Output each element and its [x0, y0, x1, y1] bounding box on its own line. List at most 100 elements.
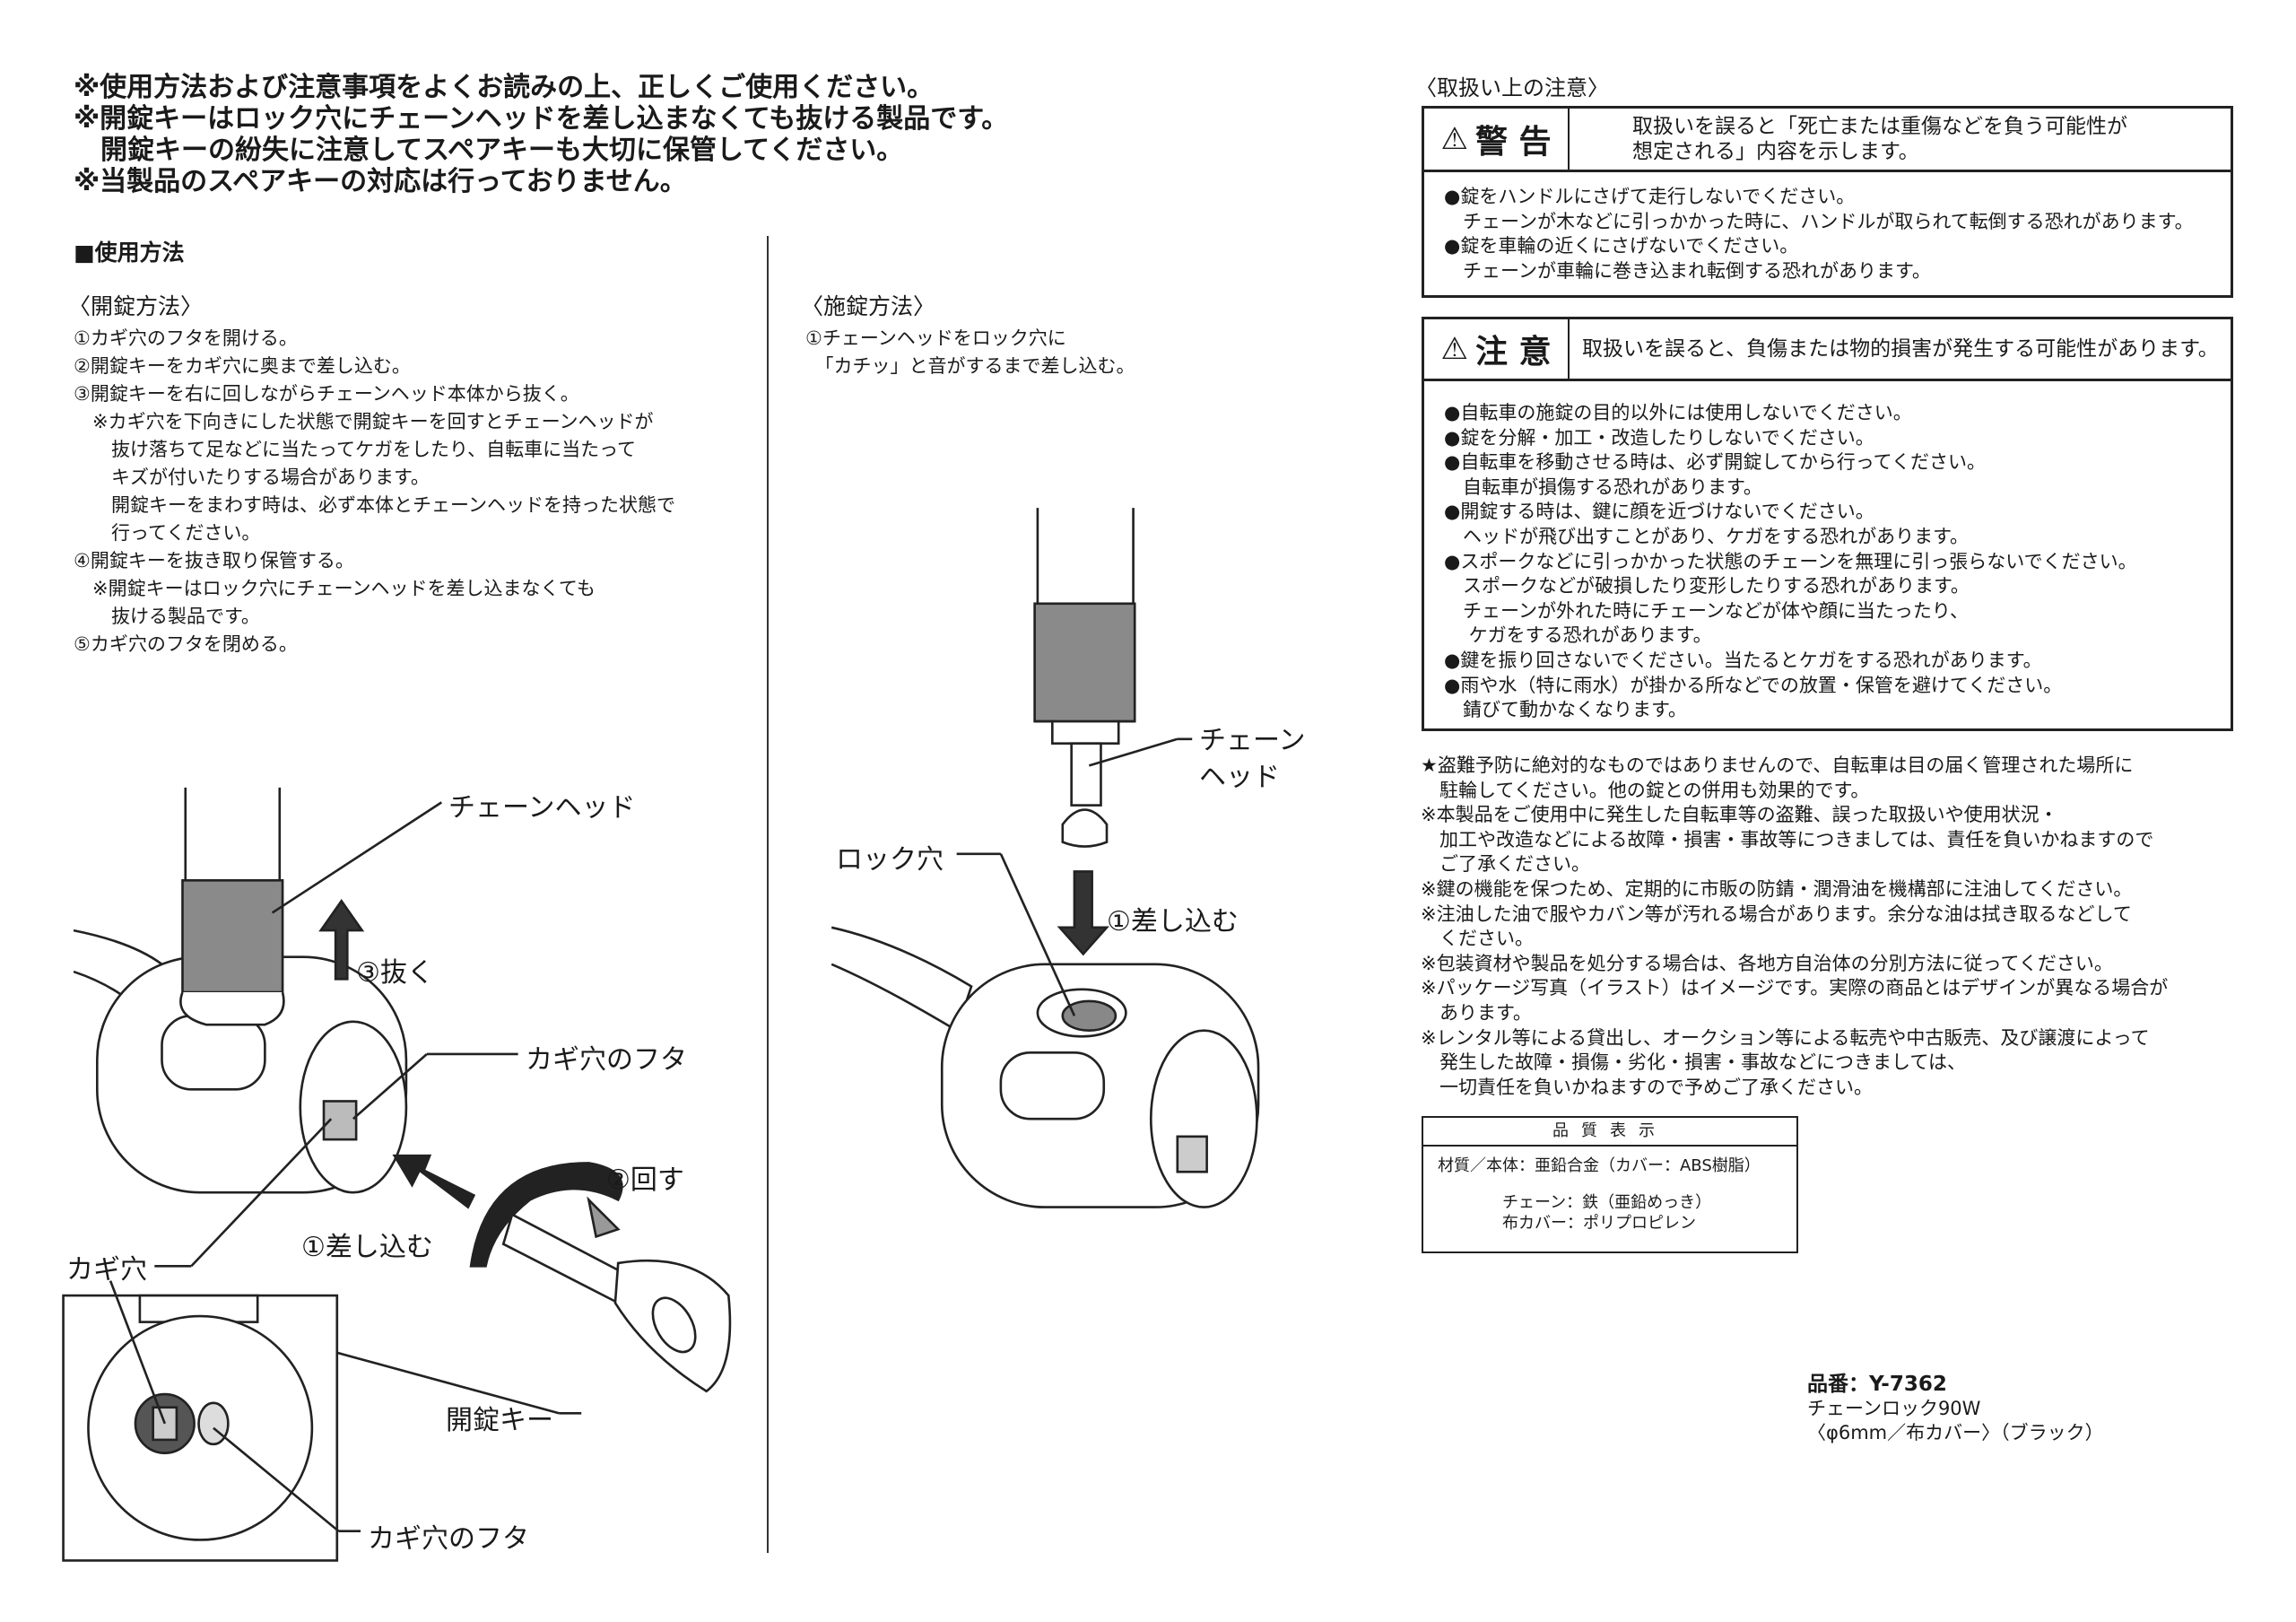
- warning-item: ●錠をハンドルにさげて走行しないでください。: [1444, 186, 1856, 207]
- step: ⑤カギ穴のフタを閉める。: [74, 633, 298, 655]
- note-line: 一切責任を負いかねますので予めご了承ください。: [1421, 1076, 1873, 1098]
- label-keyhole-cover-inset: カギ穴のフタ: [368, 1523, 529, 1555]
- label-chain-head: チェーンヘッド: [448, 792, 636, 824]
- product-spec: 〈φ6mm／布カバー〉（ブラック）: [1807, 1422, 2104, 1443]
- warning-item: ●錠を車輪の近くにさげないでください。: [1444, 235, 1799, 257]
- product-number: 品番：Y-7362: [1807, 1373, 1947, 1396]
- chain-head-sleeve: [1033, 602, 1136, 723]
- note-line: 開錠キーの紛失に注意してスペアキーも大切に保管してください。: [74, 135, 904, 166]
- insert-arrow-icon: [1057, 870, 1109, 956]
- caution-item: ヘッドが飛び出すことがあり、ケガをする恐れがあります。: [1444, 525, 1970, 547]
- warning-label: 警 告: [1474, 124, 1552, 161]
- unlock-title: 〈開錠方法〉: [68, 293, 204, 319]
- step: 開錠キーをまわす時は、必ず本体とチェーンヘッドを持った状態で: [74, 494, 675, 516]
- quality-title: 品質表示: [1423, 1118, 1796, 1147]
- chain-head-sleeve: [181, 879, 284, 994]
- caution-item: 錆びて動かなくなります。: [1444, 699, 1687, 721]
- step: 行ってください。: [74, 522, 261, 544]
- chain-lock-unlock-illustration: [62, 787, 732, 1562]
- pull-arrow-icon: [318, 899, 365, 981]
- caution-badge: ⚠ 注 意: [1424, 319, 1570, 379]
- step: ※開錠キーはロック穴にチェーンヘッドを差し込まなくても: [74, 578, 596, 599]
- unlock-steps: ①カギ穴のフタを開ける。 ②開錠キーをカギ穴に奥まで差し込む。 ③開錠キーを右に…: [74, 325, 675, 658]
- handling-title: 〈取扱い上の注意〉: [1415, 75, 1609, 100]
- note-line: ※使用方法および注意事項をよくお読みの上、正しくご使用ください。: [74, 72, 935, 103]
- step: ③開錠キーを右に回しながらチェーンヘッド本体から抜く。: [74, 383, 579, 405]
- quality-line: チェーン：鉄（亜鉛めっき）: [1438, 1193, 1712, 1212]
- note-line: ※パッケージ写真（イラスト）はイメージです。実際の商品とはデザインが異なる場合が: [1421, 977, 2169, 999]
- note-line: ※包装資材や製品を処分する場合は、各地方自治体の分別方法に従ってください。: [1421, 952, 2113, 974]
- caution-header-line: 取扱いを誤ると、負傷または物的損害が発生する可能性があります。: [1582, 337, 2219, 361]
- step: ①チェーンヘッドをロック穴に: [805, 327, 1066, 349]
- label-insert: ①差し込む: [301, 1232, 433, 1263]
- caution-item: ●錠を分解・加工・改造したりしないでください。: [1444, 426, 1874, 449]
- step: ②開錠キーをカギ穴に奥まで差し込む。: [74, 355, 411, 377]
- caution-item: スポークなどが破損したり変形したりする恐れがあります。: [1444, 575, 1970, 597]
- quality-line: 材質／本体：亜鉛合金（カバー：ABS樹脂）: [1438, 1156, 1761, 1175]
- caution-item: ●スポークなどに引っかかった状態のチェーンを無理に引っ張らないでください。: [1444, 550, 2137, 572]
- lock-title: 〈施錠方法〉: [801, 293, 936, 319]
- note-line: ※注油した油で服やカバン等が汚れる場合があります。余分な油は拭き取るなどして: [1421, 903, 2132, 925]
- note-line: ※開錠キーはロック穴にチェーンヘッドを差し込まなくても抜ける製品です。: [74, 103, 1009, 135]
- warning-header-line: 取扱いを誤ると「死亡または重傷などを負う可能性が: [1632, 115, 2127, 138]
- warning-items: ●錠をハンドルにさげて走行しないでください。 チェーンが木などに引っかかった時に…: [1424, 172, 2231, 296]
- caution-item: ●自転車を移動させる時は、必ず開錠してから行ってください。: [1444, 451, 1987, 474]
- quality-line: [1438, 1176, 1782, 1192]
- label-key: 開錠キー: [446, 1405, 553, 1436]
- warning-item: チェーンが木などに引っかかった時に、ハンドルが取られて転倒する恐れがあります。: [1444, 210, 2194, 232]
- usage-heading: ■使用方法: [74, 240, 185, 266]
- caution-label: 注 意: [1474, 334, 1552, 371]
- product-info: 品番：Y-7362 チェーンロック90W 〈φ6mm／布カバー〉（ブラック）: [1807, 1373, 2104, 1445]
- note-line: 発生した故障・損傷・劣化・損害・事故などにつきましては、: [1421, 1051, 1966, 1074]
- key-illustration: [501, 1212, 732, 1393]
- warning-item: チェーンが車輪に巻き込まれ転倒する恐れがあります。: [1444, 259, 1931, 282]
- caution-items: ●自転車の施錠の目的以外には使用しないでください。 ●錠を分解・加工・改造したり…: [1424, 381, 2231, 736]
- label-lock-hole: ロック穴: [836, 844, 944, 876]
- note-line: 駐輪してください。他の錠との併用も効果的です。: [1421, 779, 1870, 801]
- caution-item: ●雨や水（特に雨水）が掛かる所などでの放置・保管を避けてください。: [1444, 674, 2063, 696]
- column-divider: [767, 236, 769, 1553]
- step: ※カギ穴を下向きにした状態で開錠キーを回すとチェーンヘッドが: [74, 411, 654, 432]
- caution-item: ●開錠する時は、鍵に顔を近づけないでください。: [1444, 501, 1874, 523]
- note-line: ※本製品をご使用中に発生した自転車等の盗難、誤った取扱いや使用状況・: [1421, 804, 2058, 826]
- note-line: あります。: [1421, 1001, 1532, 1024]
- caution-item: ●自転車の施錠の目的以外には使用しないでください。: [1444, 402, 1912, 423]
- label-keyhole: カギ穴: [66, 1254, 147, 1286]
- note-line: ★盗難予防に絶対的なものではありませんので、自転車は目の届く管理された場所に: [1421, 754, 2134, 776]
- step: 「カチッ」と音がするまで差し込む。: [805, 355, 1135, 377]
- warning-header: 取扱いを誤ると「死亡または重傷などを負う可能性が 想定される」内容を示します。: [1570, 109, 2231, 170]
- quality-line: 布カバー：ポリプロピレン: [1438, 1214, 1696, 1233]
- note-line: ※鍵の機能を保つため、定期的に市販の防錆・潤滑油を機構部に注油してください。: [1421, 877, 2133, 900]
- top-notes: ※使用方法および注意事項をよくお読みの上、正しくご使用ください。 ※開錠キーはロ…: [74, 72, 1008, 197]
- label-chain-head-2: ヘッド: [1199, 762, 1280, 793]
- note-line: 加工や改造などによる故障・損害・事故等につきましては、責任を負いかねますので: [1421, 828, 2154, 850]
- label-insert-lock: ①差し込む: [1107, 906, 1239, 937]
- step: 抜け落ちて足などに当たってケガをしたり、自転車に当たって: [74, 439, 637, 460]
- step: ④開錠キーを抜き取り保管する。: [74, 550, 354, 571]
- lock-steps: ①チェーンヘッドをロック穴に 「カチッ」と音がするまで差し込む。: [805, 325, 1135, 380]
- warning-box: ⚠ 警 告 取扱いを誤ると「死亡または重傷などを負う可能性が 想定される」内容を…: [1422, 106, 2233, 298]
- warning-badge: ⚠ 警 告: [1424, 109, 1570, 170]
- step: ①カギ穴のフタを開ける。: [74, 327, 298, 349]
- note-line: ※レンタル等による貸出し、オークション等による転売や中古販売、及び譲渡によって: [1421, 1026, 2150, 1049]
- label-pull: ③抜く: [356, 957, 434, 989]
- note-line: ください。: [1421, 928, 1534, 950]
- caution-box: ⚠ 注 意 取扱いを誤ると、負傷または物的損害が発生する可能性があります。 ●自…: [1422, 317, 2233, 731]
- caution-item: ケガをする恐れがあります。: [1444, 624, 1712, 647]
- caution-item: チェーンが外れた時にチェーンなどが体や顔に当たったり、: [1444, 599, 1970, 622]
- insert-arrow-icon: [392, 1154, 476, 1209]
- step: 抜ける製品です。: [74, 606, 260, 627]
- caution-item: 自転車が損傷する恐れがあります。: [1444, 475, 1762, 498]
- caution-item: ●鍵を振り回さないでください。当たるとケガをする恐れがあります。: [1444, 649, 2042, 671]
- quality-label-box: 品質表示 材質／本体：亜鉛合金（カバー：ABS樹脂） チェーン：鉄（亜鉛めっき）…: [1422, 1116, 1798, 1253]
- note-line: ※当製品のスペアキーの対応は行っておりません。: [74, 166, 687, 197]
- product-name: チェーンロック90W: [1807, 1398, 1981, 1419]
- label-keyhole-cover: カギ穴のフタ: [526, 1044, 687, 1076]
- disclaimer-notes: ★盗難予防に絶対的なものではありませんので、自転車は目の届く管理された場所に 駐…: [1421, 754, 2168, 1100]
- label-turn: ②回す: [606, 1164, 684, 1196]
- warning-header-line: 想定される」内容を示します。: [1632, 140, 1919, 163]
- warning-triangle-icon: ⚠: [1440, 121, 1468, 157]
- step: キズが付いたりする場合があります。: [74, 467, 430, 488]
- caution-header: 取扱いを誤ると、負傷または物的損害が発生する可能性があります。: [1570, 319, 2231, 379]
